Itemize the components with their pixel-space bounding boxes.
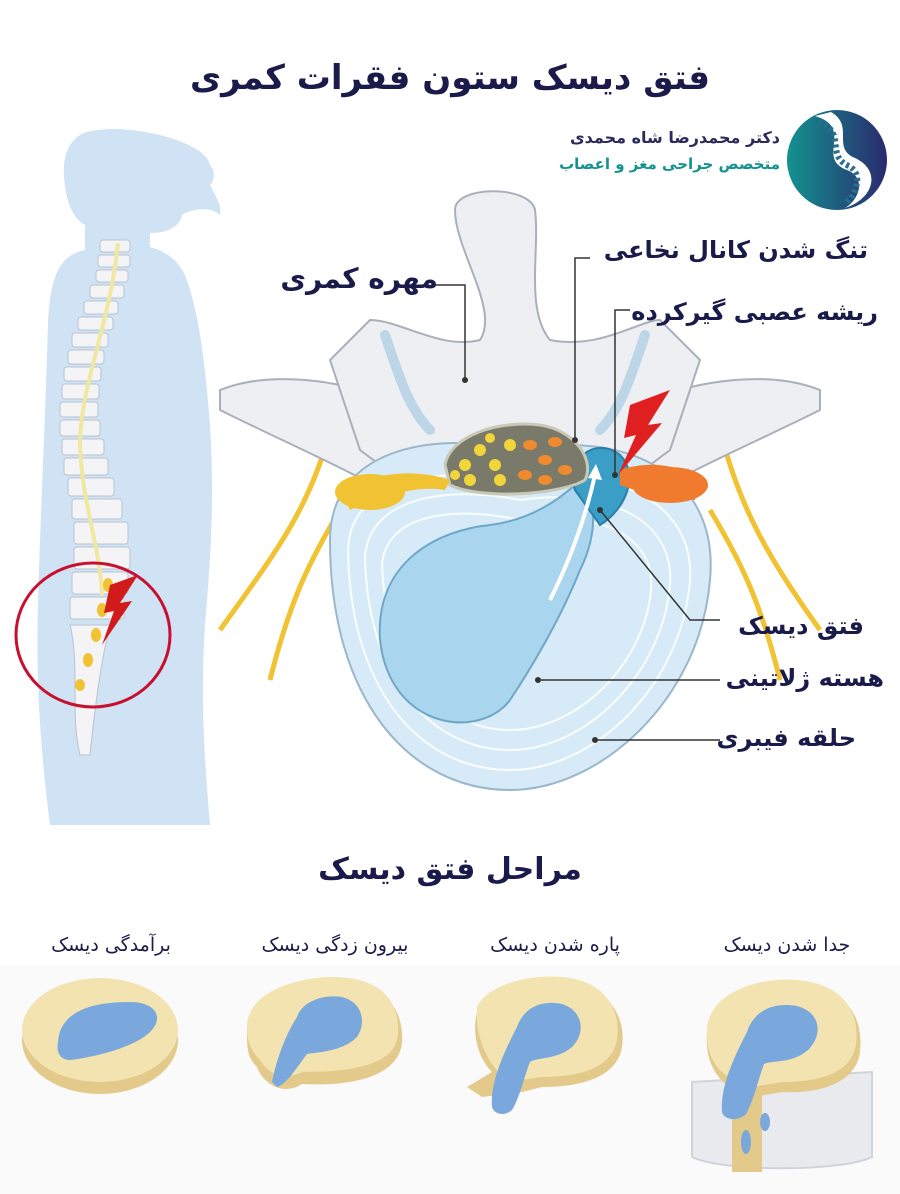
label-annulus-fibrosus: حلقه فیبری bbox=[716, 724, 856, 752]
doctor-specialty: متخصص جراحی مغز و اعصاب bbox=[559, 155, 780, 173]
label-disc-herniation: فتق دیسک bbox=[738, 612, 864, 640]
label-pinched-nerve-root: ریشه عصبی گیرکرده bbox=[631, 298, 878, 326]
stage-disc-protrusion bbox=[247, 977, 403, 1089]
lightning-bolt-icon bbox=[102, 575, 138, 645]
stage-disc-bulging bbox=[22, 978, 178, 1094]
stages-title: مراحل فتق دیسک bbox=[318, 852, 582, 887]
stage-label-bulging: برآمدگی دیسک bbox=[51, 934, 171, 956]
label-nucleus-pulposus: هسته ژلاتینی bbox=[725, 664, 884, 692]
spine-s-logo-icon bbox=[787, 110, 887, 210]
cross-section-diagram bbox=[217, 190, 823, 792]
stage-label-protrusion: بیرون زدگی دیسک bbox=[261, 934, 409, 956]
stage-label-sequestration: جدا شدن دیسک bbox=[723, 934, 851, 956]
highlight-circle bbox=[14, 561, 172, 709]
label-canal-narrowing: تنگ شدن کانال نخاعی bbox=[603, 236, 868, 264]
body-silhouette bbox=[14, 129, 221, 825]
brand-block: دکتر محمدرضا شاه محمدی متخصص جراحی مغز و… bbox=[559, 128, 780, 173]
stage-disc-sequestration bbox=[691, 979, 873, 1172]
doctor-name: دکتر محمدرضا شاه محمدی bbox=[569, 128, 780, 147]
label-vertebra: مهره کمری bbox=[280, 262, 438, 295]
stage-label-extrusion: پاره شدن دیسک bbox=[490, 934, 620, 956]
page-title: فتق دیسک ستون فقرات کمری bbox=[190, 58, 710, 98]
stage-disc-extrusion bbox=[467, 976, 623, 1114]
